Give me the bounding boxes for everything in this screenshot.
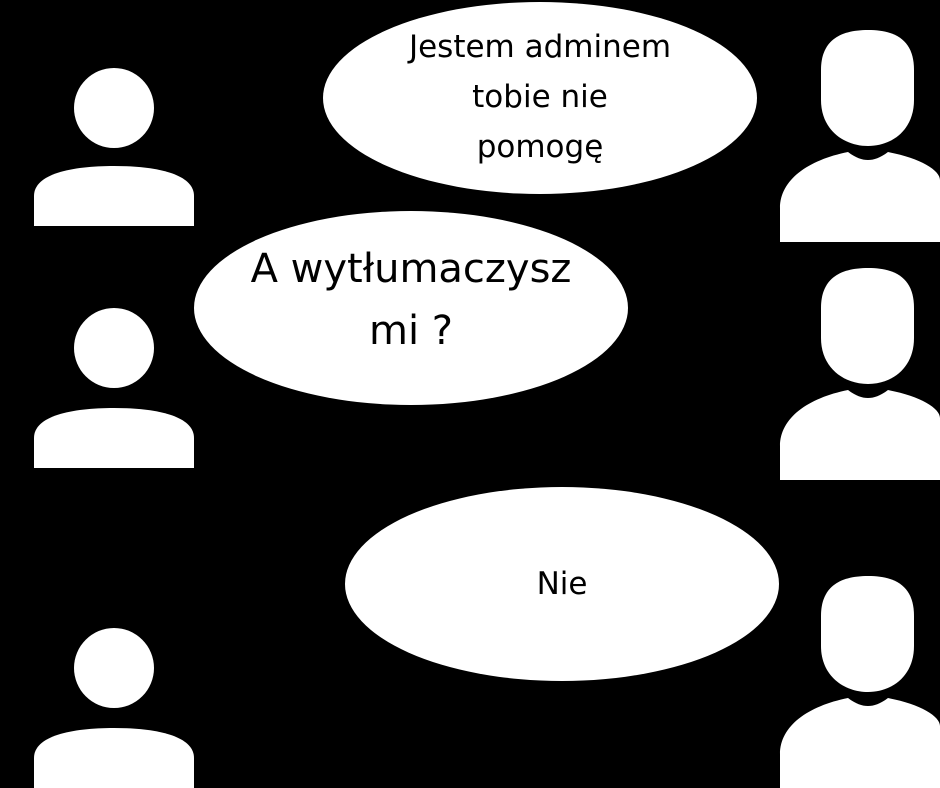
- user-silhouette-icon: [34, 628, 194, 788]
- left-user-3-avatar: [33, 626, 195, 788]
- left-user-2-avatar: [33, 306, 195, 468]
- user-silhouette-icon: [780, 576, 940, 788]
- speech-bubble-text: Nie: [536, 566, 588, 602]
- right-user-1-avatar: [778, 30, 940, 242]
- speech-bubble-text: Jestem adminem tobie nie pomogę: [408, 29, 672, 165]
- user-silhouette-icon: [34, 308, 194, 468]
- speech-bubble-user-question: A wytłumaczysz mi ?: [194, 211, 628, 405]
- left-user-1-avatar: [33, 66, 195, 226]
- speech-bubble-admin-answer: Nie: [345, 487, 779, 681]
- user-silhouette-icon: [780, 268, 940, 480]
- user-silhouette-icon: [780, 30, 940, 242]
- right-user-2-avatar: [778, 268, 940, 480]
- speech-bubble-text: A wytłumaczysz mi ?: [250, 246, 572, 354]
- right-user-3-avatar: [778, 576, 940, 788]
- speech-bubble-admin-reply: Jestem adminem tobie nie pomogę: [323, 2, 757, 194]
- user-silhouette-icon: [34, 68, 194, 226]
